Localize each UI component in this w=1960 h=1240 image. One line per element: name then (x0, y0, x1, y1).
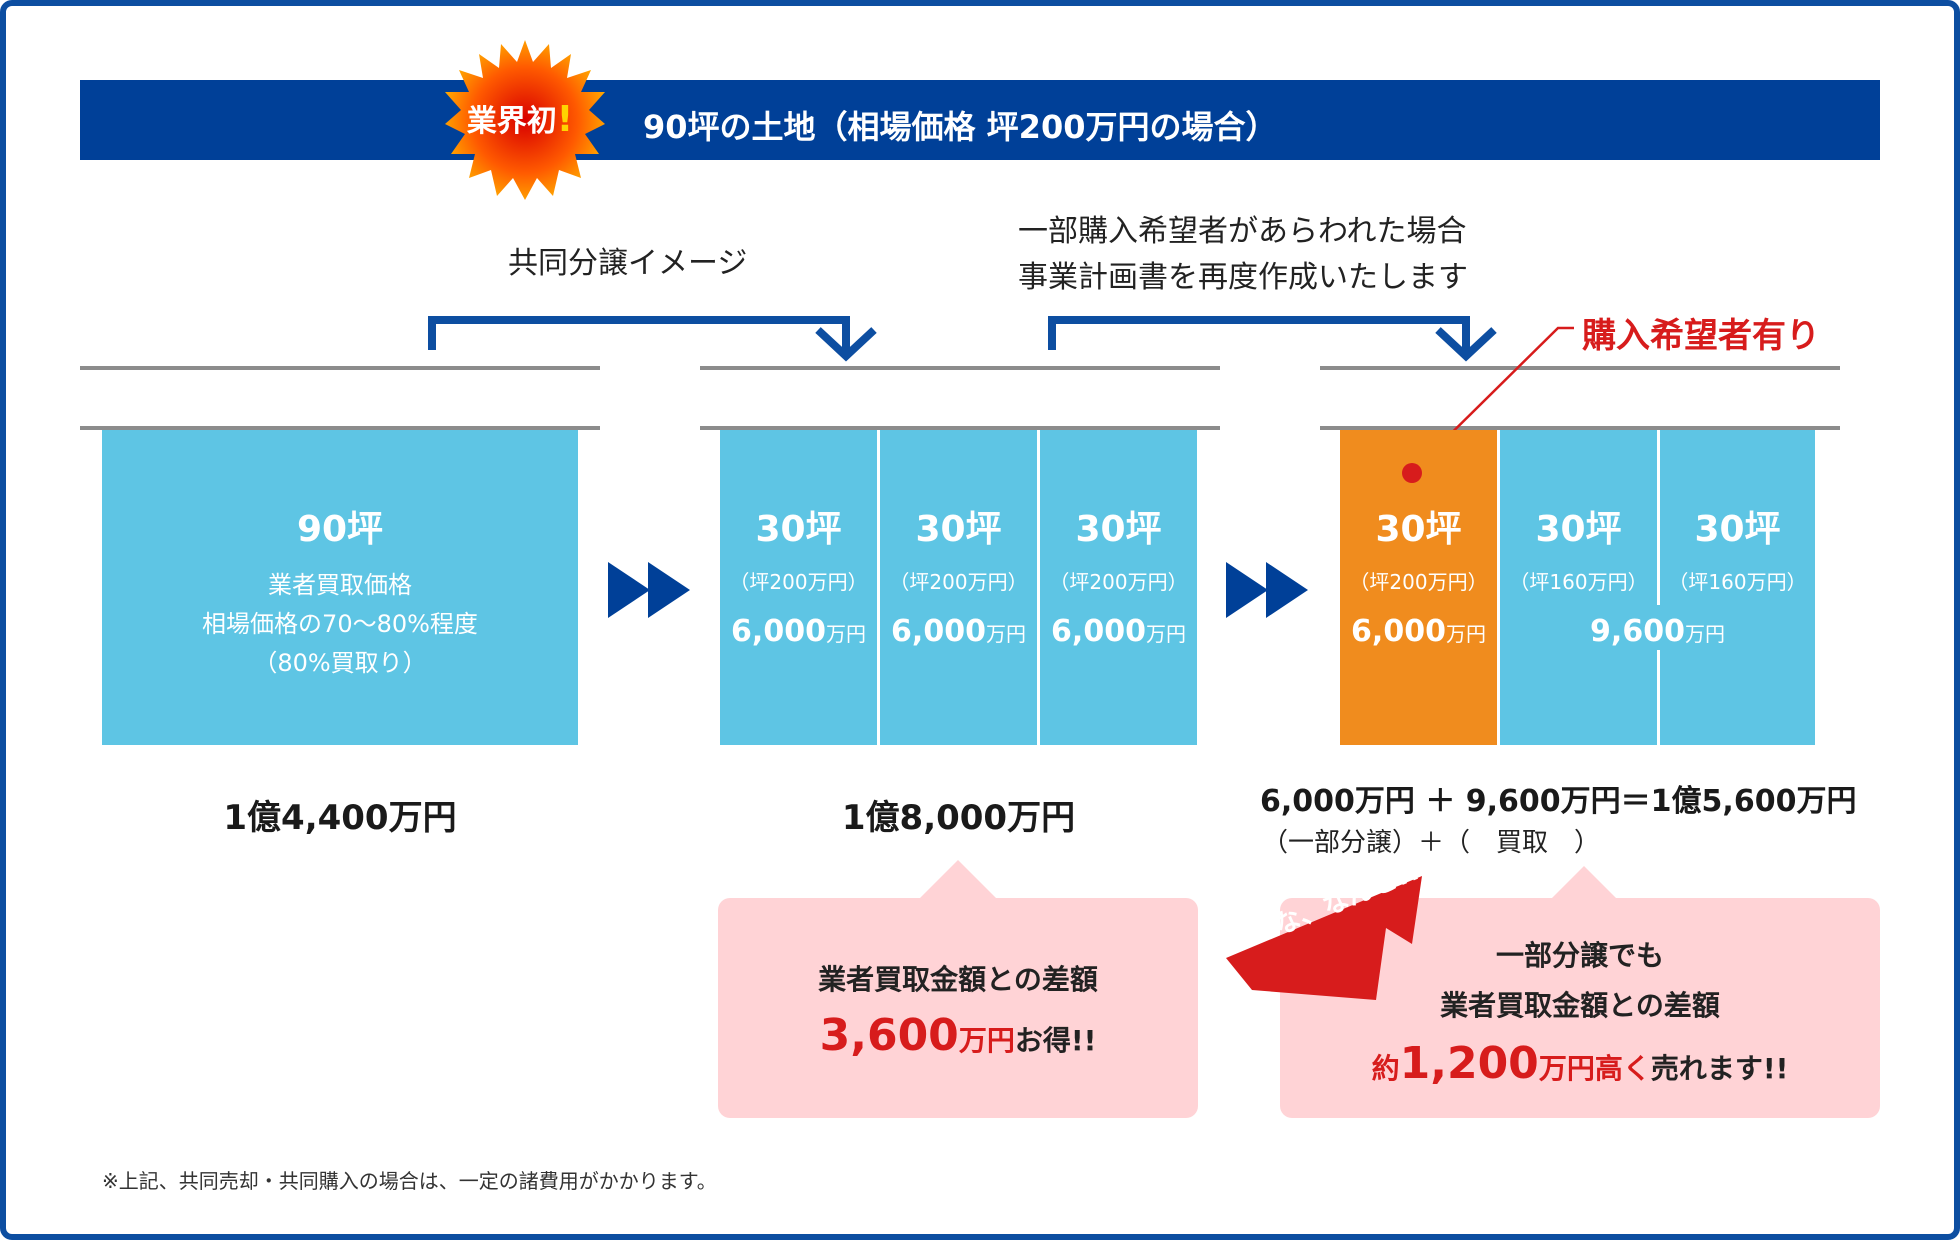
land-block-30 (720, 430, 877, 745)
cell-unit-price: （坪200万円） (1349, 570, 1488, 594)
panel1-line1: 業者買取価格 (268, 571, 412, 599)
cell-unit-price: （坪160万円） (1509, 570, 1648, 594)
cell-price: 6,000万円 (1351, 614, 1486, 649)
cell-area: 30坪 (1535, 509, 1622, 550)
panel1-total: 1億4,400万円 (223, 798, 457, 838)
land-block-30 (1500, 430, 1657, 745)
surprise-tag (1226, 876, 1422, 1000)
cell-area: 30坪 (755, 509, 842, 550)
panel1-line3: （80%買取り） (253, 649, 427, 677)
cell-unit-price: （坪160万円） (1668, 570, 1807, 594)
merged-cell-gap (1657, 605, 1660, 650)
cell-price: 6,000万円 (731, 614, 866, 649)
bubble1-line1: 業者買取金額との差額 (818, 963, 1098, 996)
land-block-30 (880, 430, 1037, 745)
panel3-formula-sub: （一部分譲）＋（ 買取 ） (1262, 828, 1601, 858)
panel2-total: 1億8,000万円 (841, 798, 1076, 838)
page-title: 90坪の土地（相場価格 坪200万円の場合） (643, 108, 1278, 146)
merged-price: 9,600万円 (1590, 614, 1725, 649)
cell-area: 30坪 (1694, 509, 1781, 550)
buyer-present-label: 購入希望者有り (1582, 316, 1820, 356)
title-banner (80, 80, 1880, 160)
cell-unit-price: （坪200万円） (889, 570, 1028, 594)
cell-area: 30坪 (1375, 509, 1462, 550)
burst-badge-icon (445, 40, 605, 200)
footnote: ※上記、共同売却・共同購入の場合は、一定の諸費用がかかります。 (102, 1169, 717, 1193)
industry-first-badge: 業界初! (466, 99, 574, 140)
land-block-30-buyer (1340, 430, 1497, 745)
cell-price: 6,000万円 (1051, 614, 1186, 649)
bubble2-amount: 約1,200万円高く売れます!! (1371, 1038, 1789, 1089)
double-arrow-icon (1226, 562, 1308, 618)
land-block-30 (1660, 430, 1815, 745)
cell-unit-price: （坪200万円） (729, 570, 868, 594)
land-block-90 (102, 430, 578, 745)
partial-buyer-label-1: 一部購入希望者があらわれた場合 (1018, 214, 1467, 249)
partial-buyer-label-2: 事業計画書を再度作成いたします (1018, 260, 1468, 295)
bubble1-amount: 3,600万円お得!! (819, 1010, 1097, 1061)
cell-unit-price: （坪200万円） (1049, 570, 1188, 594)
cell-area: 30坪 (915, 509, 1002, 550)
land-block-30 (1040, 430, 1197, 745)
cell-area: 30坪 (1075, 509, 1162, 550)
joint-sale-label: 共同分譲イメージ (508, 246, 748, 281)
savings-bubble (718, 898, 1198, 1118)
panel1-area: 90坪 (296, 509, 384, 550)
panel1-line2: 相場価格の70〜80%程度 (202, 610, 478, 638)
panel3-formula: 6,000万円 ＋ 9,600万円＝1億5,600万円 (1260, 784, 1857, 819)
buyer-marker-dot (1402, 463, 1422, 483)
double-arrow-icon (608, 562, 690, 618)
bubble2-line1: 一部分譲でも (1495, 939, 1664, 972)
bubble2-line2: 業者買取金額との差額 (1440, 989, 1720, 1022)
cell-price: 6,000万円 (891, 614, 1026, 649)
